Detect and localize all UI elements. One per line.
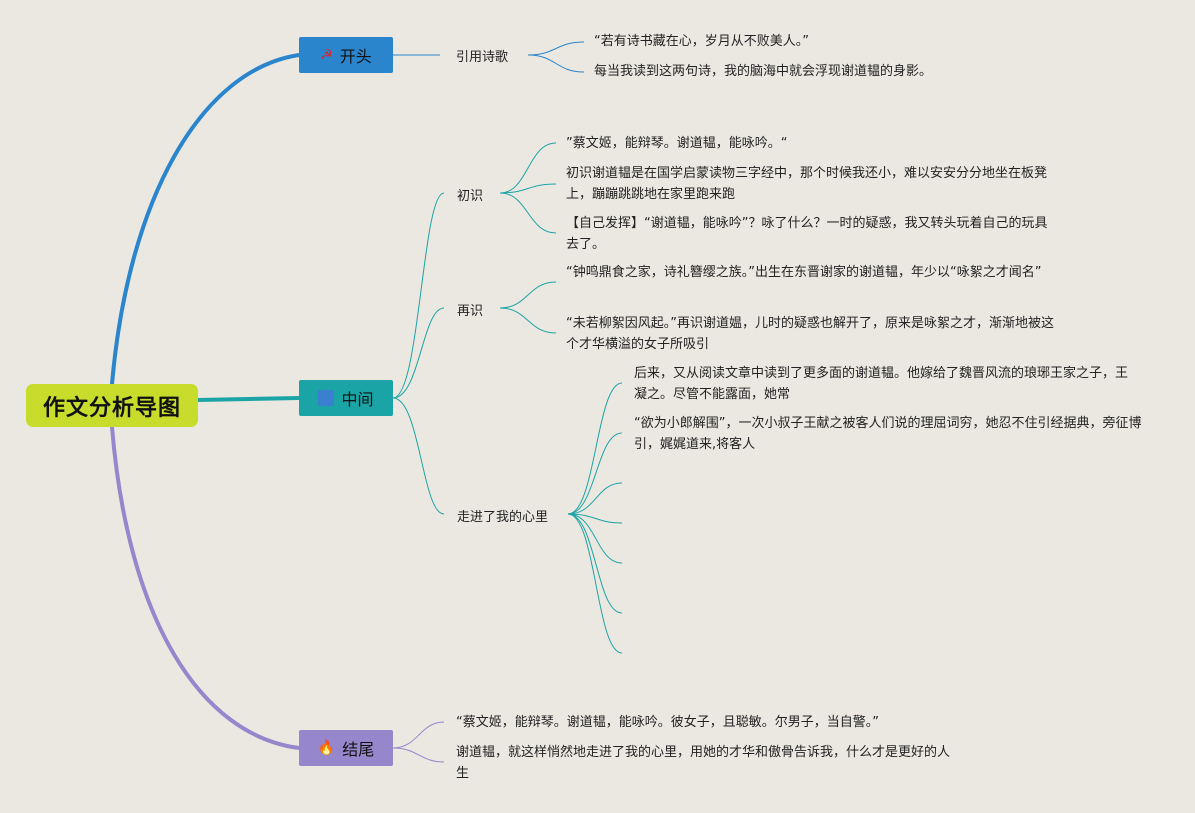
leaf-first-2[interactable]: 初识谢道韫是在国学启蒙读物三字经中，那个时候我还小，难以安安分分地坐在板凳上，蹦… <box>566 166 1048 202</box>
blue-square-icon <box>318 390 335 406</box>
sub-node-first-meet[interactable]: 初识 <box>457 189 484 204</box>
fire-icon: 🔥 <box>317 740 336 756</box>
hammer-sickle-icon: ☭ <box>320 47 333 63</box>
leaf-start-2[interactable]: 每当我读到这两句诗，我的脑海中就会浮现谢道韫的身影。 <box>594 64 933 79</box>
leaf-heart-1[interactable]: 后来，又从阅读文章中读到了更多面的谢道韫。他嫁给了魏晋风流的琅琊王家之子，王凝之… <box>634 366 1129 402</box>
branch-middle-node[interactable]: 中间 <box>299 380 393 416</box>
leaf-second-2[interactable]: “未若柳絮因风起。”再识谢道媪，儿时的疑惑也解开了，原来是咏絮之才，渐渐地被这个… <box>566 316 1054 352</box>
branch-end-node[interactable]: 🔥 结尾 <box>299 730 393 766</box>
leaf-end-1[interactable]: “蔡文姬，能辩琴。谢道韫，能咏吟。彼女子，且聪敏。尔男子，当自警。” <box>456 715 879 730</box>
leaf-heart-2[interactable]: “欲为小郎解围”，一次小叔子王献之被客人们说的理屈词穷，她忍不住引经据典，旁征博… <box>634 416 1142 452</box>
leaf-first-3[interactable]: 【自己发挥】“谢道韫，能咏吟”？咏了什么？一时的疑惑，我又转头玩着自己的玩具去了… <box>566 216 1048 252</box>
connector-root-start <box>110 53 301 386</box>
leaf-first-1[interactable]: ”蔡文姬，能辩琴。谢道韫，能咏吟。“ <box>566 136 788 151</box>
root-label: 作文分析导图 <box>42 395 181 421</box>
connector-root-end <box>110 425 301 750</box>
leaf-end-2[interactable]: 谢道韫，就这样悄然地走进了我的心里，用她的才华和傲骨告诉我，什么才是更好的人生 <box>456 745 951 781</box>
branch-middle-label: 中间 <box>341 390 374 409</box>
branch-start-label: 开头 <box>339 47 372 66</box>
sub-node-quote-poem[interactable]: 引用诗歌 <box>456 50 509 65</box>
sub-node-into-heart[interactable]: 走进了我的心里 <box>457 510 549 525</box>
sub-node-second-meet[interactable]: 再识 <box>457 304 484 319</box>
branch-start-node[interactable]: ☭ 开头 <box>299 37 393 73</box>
branch-end-label: 结尾 <box>342 740 375 759</box>
leaf-second-1[interactable]: “钟鸣鼎食之家，诗礼簪缨之族。”出生在东晋谢家的谢道韫，年少以“咏絮之才闻名” <box>566 265 1042 280</box>
leaf-start-1[interactable]: “若有诗书藏在心，岁月从不败美人。” <box>594 34 809 49</box>
root-node[interactable]: 作文分析导图 <box>26 384 198 427</box>
connector-root-middle <box>197 396 300 402</box>
